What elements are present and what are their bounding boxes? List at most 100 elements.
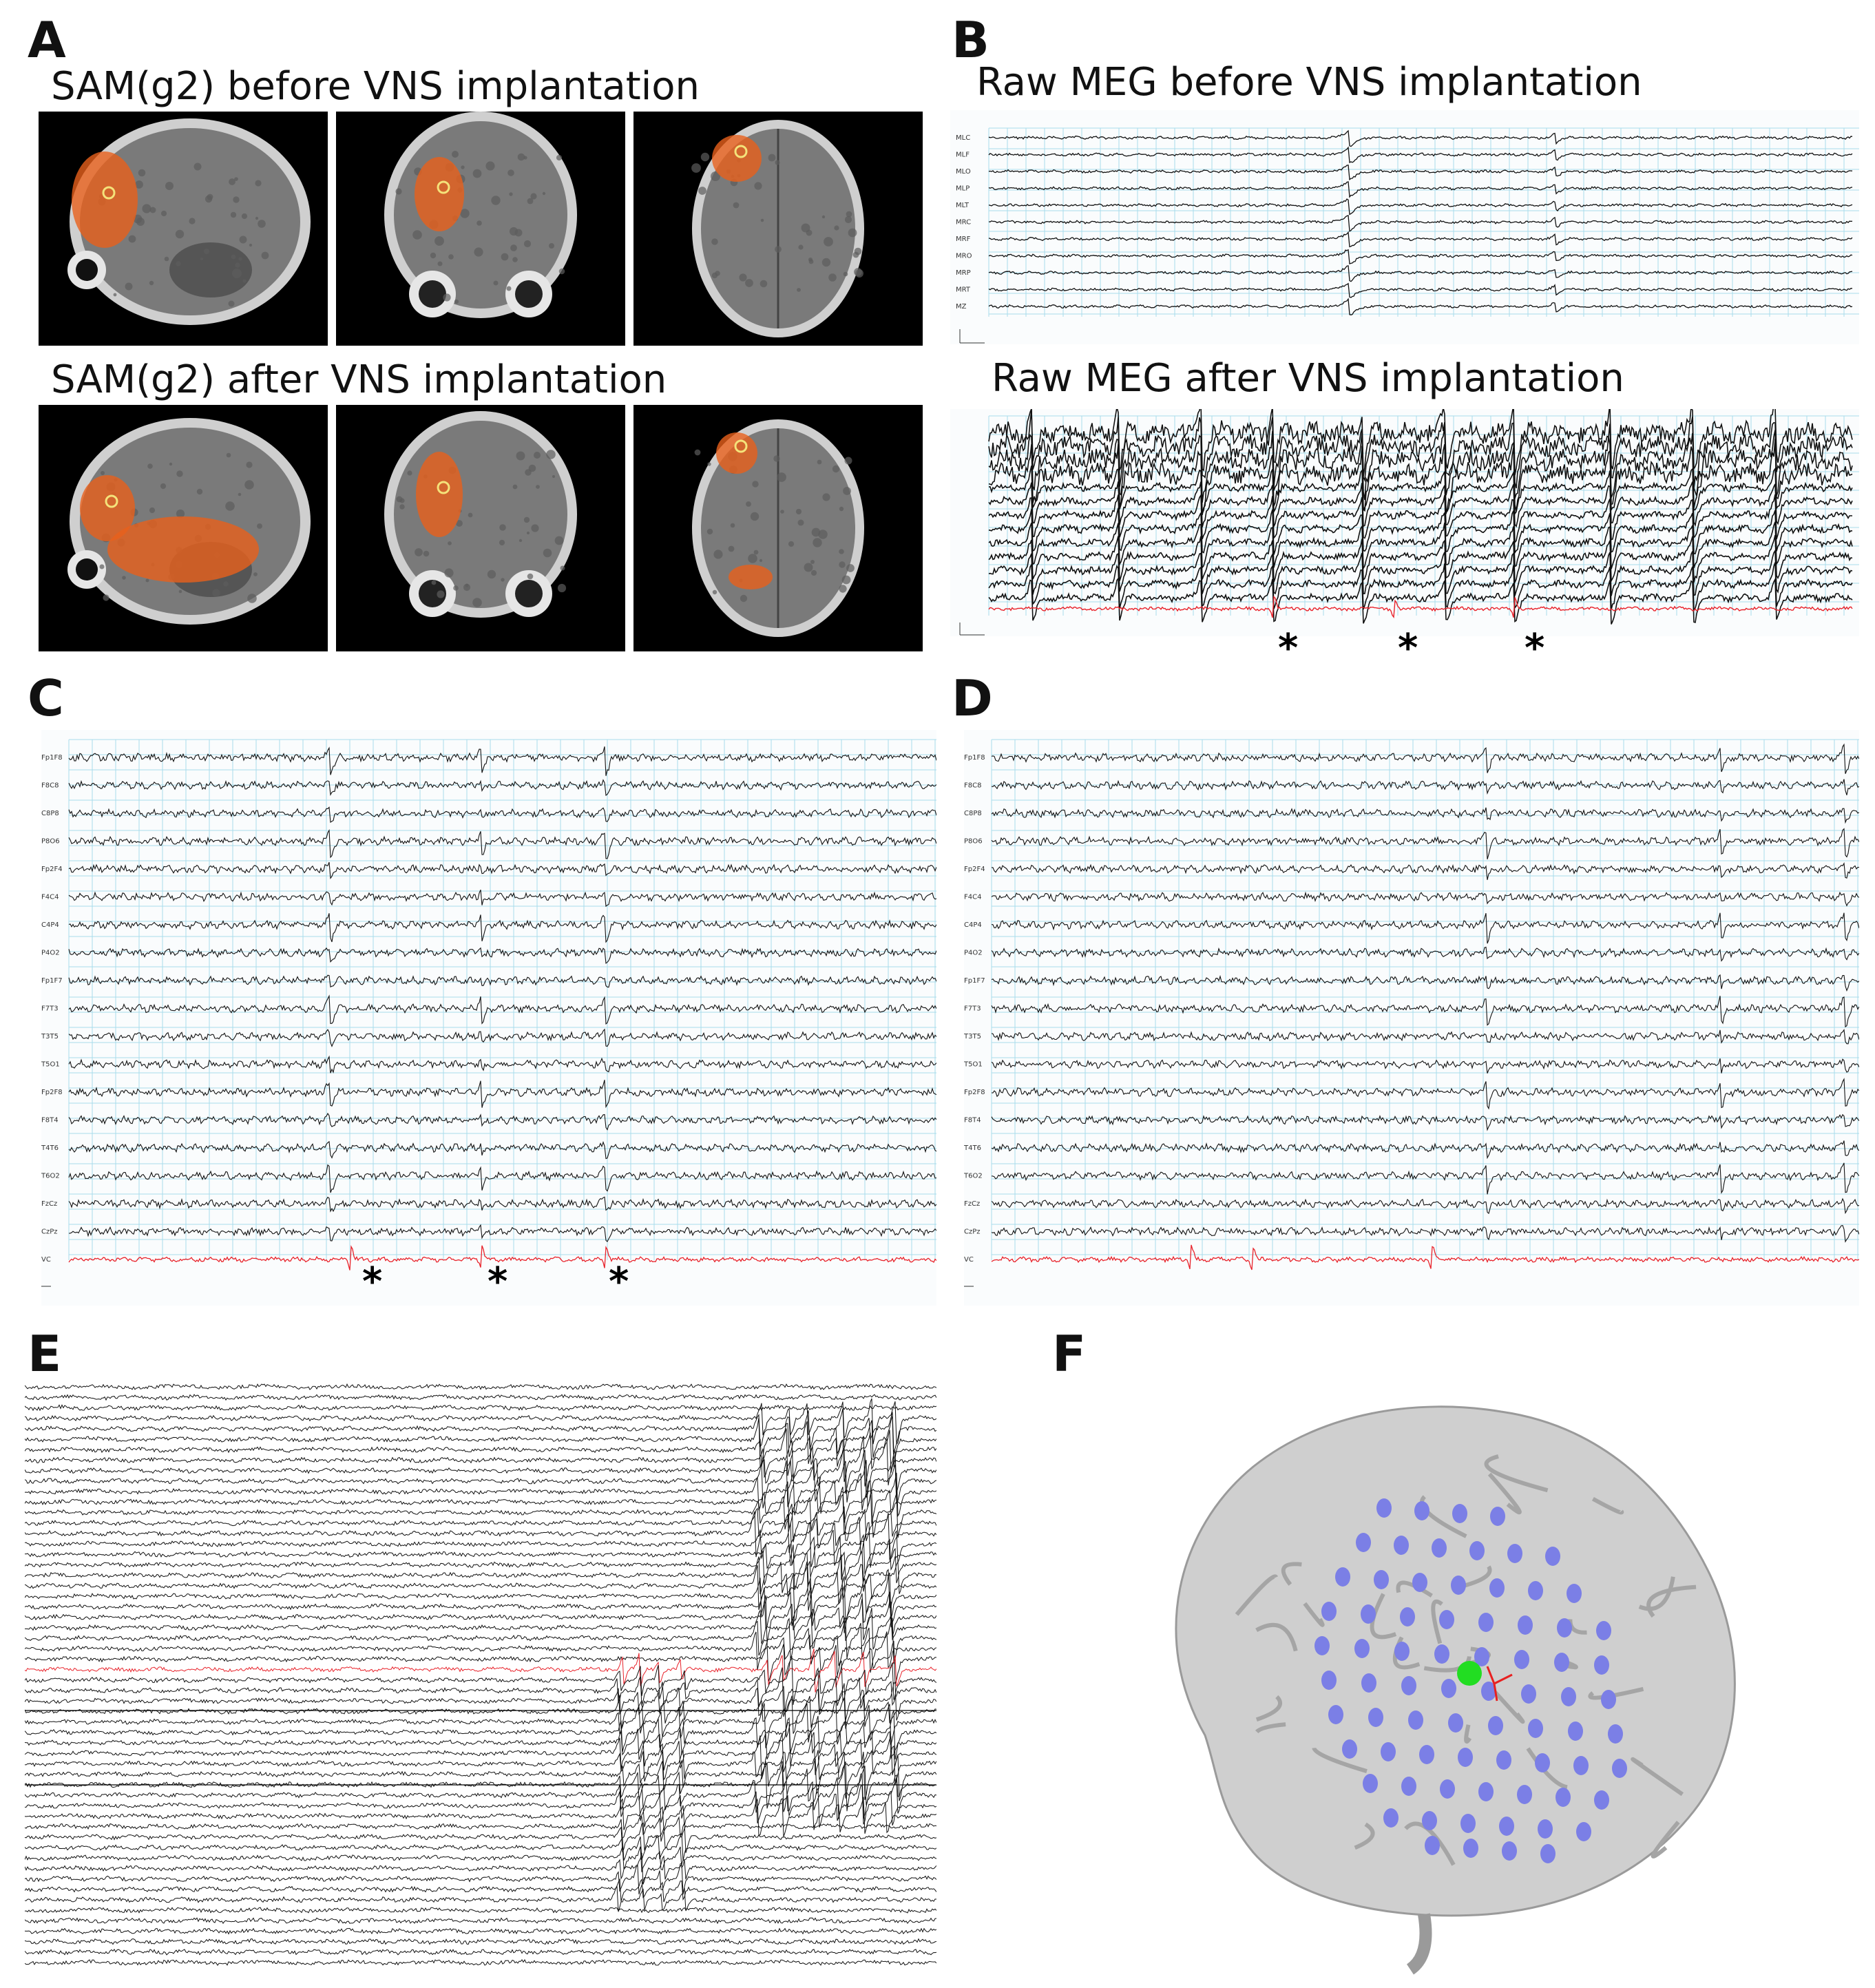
meg-channel-label: MLT bbox=[956, 202, 970, 209]
eeg-channel-label: T6O2 bbox=[41, 1173, 60, 1180]
eeg-channel-label: Fp2F4 bbox=[964, 866, 985, 873]
sulcus bbox=[1354, 1822, 1375, 1850]
grid-electrode bbox=[1383, 1808, 1399, 1828]
peak-marker bbox=[102, 186, 116, 200]
ecog-trace bbox=[25, 1627, 936, 1673]
brain-surface bbox=[1175, 1405, 1736, 1917]
eeg-channel-label: FzCz bbox=[41, 1200, 57, 1208]
ecog-trace bbox=[25, 1416, 936, 1468]
ecog-trace bbox=[25, 1607, 936, 1650]
eeg-trace bbox=[991, 946, 1859, 962]
sulcus bbox=[1423, 1655, 1471, 1673]
ecog-trace bbox=[25, 1863, 936, 1895]
eeg-trace bbox=[68, 974, 936, 988]
ecog-trace bbox=[25, 1732, 936, 1779]
grid-electrode bbox=[1439, 1610, 1454, 1629]
panel-label-c: C bbox=[28, 669, 64, 727]
grid-electrode bbox=[1425, 1836, 1440, 1855]
ecog-trace bbox=[25, 1822, 936, 1853]
eeg-trace bbox=[991, 779, 1859, 795]
mri-coronal-before bbox=[336, 112, 625, 346]
ecog-highlight-trace bbox=[25, 1648, 936, 1693]
grid-electrode bbox=[1502, 1841, 1517, 1861]
eeg-channel-label: VC bbox=[964, 1256, 974, 1264]
sulcus bbox=[1591, 1497, 1624, 1515]
ecog-trace bbox=[25, 1492, 936, 1538]
meg-before-trace bbox=[988, 282, 1852, 298]
meg-after-trace bbox=[988, 549, 1853, 596]
grid-electrode bbox=[1554, 1653, 1569, 1672]
eeg-channel-label: P8O6 bbox=[964, 838, 983, 846]
eeg-channel-label: Fp1F8 bbox=[964, 754, 985, 762]
grid-electrode bbox=[1507, 1544, 1522, 1563]
grid-electrode bbox=[1335, 1567, 1350, 1587]
eeg-trace bbox=[991, 828, 1859, 860]
meg-channel-label: MRP bbox=[956, 269, 971, 277]
meg-before-trace bbox=[988, 215, 1853, 232]
grid-electrode bbox=[1422, 1811, 1437, 1830]
meg-channel-label: MLP bbox=[956, 185, 970, 193]
ecog-trace bbox=[25, 1534, 936, 1580]
activation-blob bbox=[80, 475, 135, 541]
eeg-channel-label: T4T6 bbox=[41, 1144, 59, 1152]
ecog-trace bbox=[25, 1572, 936, 1623]
sulcus bbox=[1588, 1686, 1644, 1700]
sulcus bbox=[1631, 1757, 1684, 1797]
eeg-trace bbox=[991, 1224, 1859, 1243]
meg-after-trace bbox=[988, 562, 1853, 612]
meg-after-trace bbox=[988, 481, 1853, 528]
ecog-trace bbox=[25, 1655, 936, 1705]
eeg-trace bbox=[991, 1140, 1859, 1160]
grid-electrode bbox=[1514, 1650, 1529, 1669]
meg-after-trace bbox=[988, 410, 1853, 489]
meg-after-traces bbox=[950, 409, 1859, 636]
grid-electrode bbox=[1458, 1748, 1473, 1767]
sulcus bbox=[1651, 1821, 1680, 1859]
meg-after-trace bbox=[989, 465, 1853, 516]
ecog-trace bbox=[25, 1745, 936, 1785]
grid-electrode bbox=[1432, 1538, 1447, 1558]
grid-electrode bbox=[1540, 1844, 1555, 1863]
grid-electrode bbox=[1521, 1684, 1536, 1704]
eeg-spike-asterisk-3: * bbox=[609, 1259, 629, 1304]
activation-blob bbox=[72, 151, 138, 248]
grid-electrode bbox=[1568, 1722, 1583, 1741]
meg-before-trace bbox=[988, 165, 1853, 180]
meg-channel-label: MLO bbox=[956, 168, 971, 176]
grid-electrode bbox=[1419, 1745, 1434, 1764]
ecog-trace bbox=[25, 1938, 936, 1945]
meg-before-trace bbox=[988, 249, 1853, 264]
grid-electrode bbox=[1441, 1679, 1456, 1698]
ecog-trace bbox=[25, 1522, 936, 1568]
sulcus bbox=[1303, 1602, 1325, 1627]
activation-blob bbox=[712, 135, 762, 182]
meg-channel-label: MRT bbox=[956, 286, 971, 294]
grid-electrode bbox=[1314, 1636, 1330, 1655]
grid-electrode bbox=[1440, 1779, 1455, 1799]
brain-electrode-rendering bbox=[1047, 1308, 1859, 1983]
eeg-channel-label: FzCz bbox=[964, 1200, 980, 1208]
sulcus bbox=[1370, 1593, 1397, 1640]
sulcus bbox=[1431, 1599, 1443, 1644]
grid-electrode bbox=[1469, 1541, 1485, 1560]
ecog-trace bbox=[25, 1948, 936, 1956]
ecog-trace bbox=[25, 1459, 936, 1509]
eeg-trace bbox=[68, 1140, 936, 1160]
meg-channel-label: MRC bbox=[956, 219, 971, 227]
activation-blob bbox=[729, 565, 773, 589]
eeg-channel-label: T5O1 bbox=[964, 1061, 983, 1069]
eeg-trace bbox=[68, 828, 936, 859]
grid-electrode bbox=[1594, 1655, 1609, 1675]
eeg-trace bbox=[68, 861, 936, 879]
grid-electrode bbox=[1376, 1498, 1392, 1518]
sulcus bbox=[1487, 1472, 1522, 1515]
meg-after-trace bbox=[988, 426, 1853, 503]
panel-label-a: A bbox=[28, 11, 66, 69]
sulcus bbox=[1281, 1562, 1302, 1586]
grid-electrode bbox=[1452, 1504, 1467, 1523]
grid-electrode bbox=[1496, 1750, 1511, 1770]
activation-blob bbox=[416, 452, 463, 537]
grid-electrode bbox=[1408, 1710, 1423, 1730]
peak-marker bbox=[734, 145, 748, 158]
